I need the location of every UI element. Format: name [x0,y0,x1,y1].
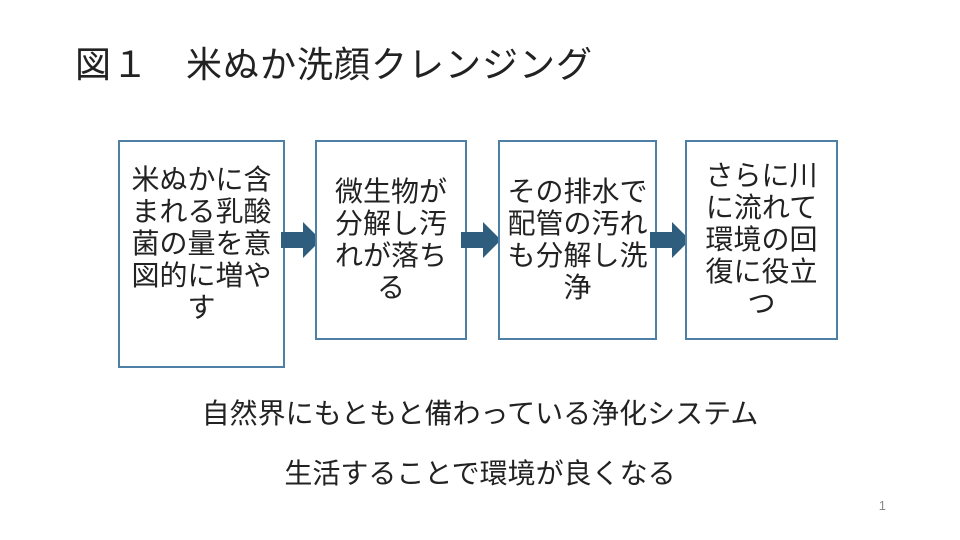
flow-step-2-text: 微生物が 分解し汚 れが落ち る [334,175,447,304]
flow-step-3-box: その排水で 配管の汚れ も分解し洗 浄 [498,140,657,340]
flow-step-4-text: さらに川 に流れて 環境の回 復に役立 つ [705,159,818,320]
flow-step-2-box: 微生物が 分解し汚 れが落ち る [315,140,467,340]
right-arrow-icon [461,222,501,258]
flow-step-1-text: 米ぬかに含 まれる乳酸 菌の量を意 図的に増や す [131,163,272,324]
flow-step-1-box: 米ぬかに含 まれる乳酸 菌の量を意 図的に増や す [118,140,285,368]
flow-step-3-text: その排水で 配管の汚れ も分解し洗 浄 [507,175,648,304]
right-arrow-icon [650,222,690,258]
flow-step-4-box: さらに川 に流れて 環境の回 復に役立 つ [685,140,838,340]
page-number: 1 [878,498,886,513]
caption-purification-system: 自然界にもともと備わっている浄化システム [201,398,759,429]
caption-environment-improves: 生活することで環境が良くなる [284,458,676,489]
right-arrow-icon [281,222,321,258]
slide-title: 図１ 米ぬか洗顔クレンジング [75,44,594,85]
